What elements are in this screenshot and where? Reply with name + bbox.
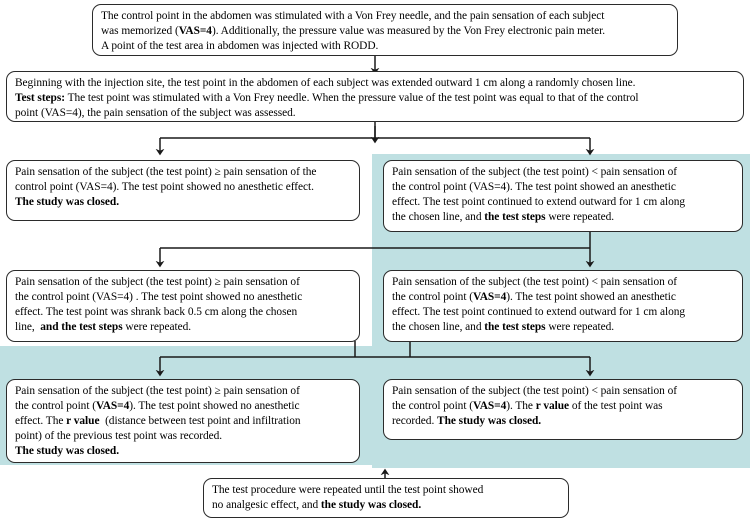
node-r2-right-line-2: the control point (VAS=4). The test poin… — [392, 291, 676, 304]
node-r3-right-line-2: the control point (VAS=4). The r value o… — [392, 400, 663, 413]
node-test-steps-line-2: Test steps: The test point was stimulate… — [15, 92, 639, 105]
node-r1-right-line-1: Pain sensation of the subject (the test … — [392, 166, 677, 178]
node-round1-anesthetic-effect[interactable]: Pain sensation of the subject (the test … — [383, 160, 743, 232]
node-start-line-2: was memorized (VAS=4). Additionally, the… — [101, 25, 606, 38]
node-r3-left-line-3: effect. The r value (distance between te… — [15, 415, 301, 428]
node-start[interactable]: The control point in the abdomen was sti… — [92, 4, 678, 56]
node-r2-left-line-1: Pain sensation of the subject (the test … — [15, 276, 300, 288]
node-r1-left-line-3: The study was closed. — [15, 196, 120, 209]
node-repeat-line-2: no analgesic effect, and the study was c… — [212, 499, 422, 512]
node-round3-effect-record-r[interactable]: Pain sensation of the subject (the test … — [383, 379, 743, 440]
node-r3-right-line-1: Pain sensation of the subject (the test … — [392, 385, 677, 397]
node-r2-right-line-3: effect. The test point continued to exte… — [392, 306, 686, 319]
node-r3-left-line-5: The study was closed. — [15, 445, 120, 458]
node-round2-anesthetic-effect[interactable]: Pain sensation of the subject (the test … — [383, 270, 743, 342]
highlight-band-bottom-right-tail — [372, 440, 750, 468]
node-round1-no-effect[interactable]: Pain sensation of the subject (the test … — [6, 160, 360, 221]
node-r3-right-line-3: recorded. The study was closed. — [392, 415, 542, 428]
node-round3-no-effect-record-r[interactable]: Pain sensation of the subject (the test … — [6, 379, 360, 463]
node-r3-left-line-4: point) of the previous test point was re… — [15, 430, 223, 443]
node-r2-right-line-1: Pain sensation of the subject (the test … — [392, 276, 677, 288]
node-r1-right-line-3: effect. The test point continued to exte… — [392, 196, 686, 209]
node-round2-no-effect-shrink[interactable]: Pain sensation of the subject (the test … — [6, 270, 360, 342]
node-repeat-until-closed[interactable]: The test procedure were repeated until t… — [203, 478, 569, 518]
node-repeat-line-1: The test procedure were repeated until t… — [212, 484, 484, 496]
node-test-steps-line-3: point (VAS=4), the pain sensation of the… — [15, 107, 296, 120]
node-r2-left-line-2: the control point (VAS=4) . The test poi… — [15, 291, 303, 304]
node-r2-left-line-3: effect. The test point was shrank back 0… — [15, 306, 298, 319]
node-start-line-1: The control point in the abdomen was sti… — [101, 10, 605, 22]
node-r3-left-line-2: the control point (VAS=4). The test poin… — [15, 400, 300, 413]
node-r1-right-line-4: the chosen line, and the test steps were… — [392, 211, 615, 224]
node-test-steps-line-1: Beginning with the injection site, the t… — [15, 77, 636, 89]
node-r2-left-line-4: line, and the test steps were repeated. — [15, 321, 192, 334]
node-start-line-3: A point of the test area in abdomen was … — [101, 40, 379, 53]
node-r1-left-line-1: Pain sensation of the subject (the test … — [15, 166, 317, 178]
node-r3-left-line-1: Pain sensation of the subject (the test … — [15, 385, 300, 397]
node-r1-right-line-2: the control point (VAS=4). The test poin… — [392, 181, 676, 194]
node-test-steps[interactable]: Beginning with the injection site, the t… — [6, 71, 744, 122]
node-r2-right-line-4: the chosen line, and the test steps were… — [392, 321, 615, 334]
node-r1-left-line-2: control point (VAS=4). The test point sh… — [15, 181, 314, 194]
